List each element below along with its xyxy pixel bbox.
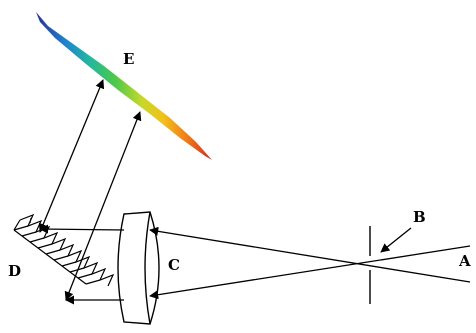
slit-pointer-arrow <box>380 227 412 253</box>
lens <box>117 211 160 325</box>
label-a: A <box>458 252 471 270</box>
diffraction-grating <box>13 213 115 287</box>
label-d: D <box>8 262 21 280</box>
label-c: C <box>168 256 180 274</box>
label-b: B <box>413 208 426 226</box>
label-e: E <box>123 50 134 68</box>
light-rays <box>38 79 471 305</box>
spectrum-band <box>36 12 212 160</box>
